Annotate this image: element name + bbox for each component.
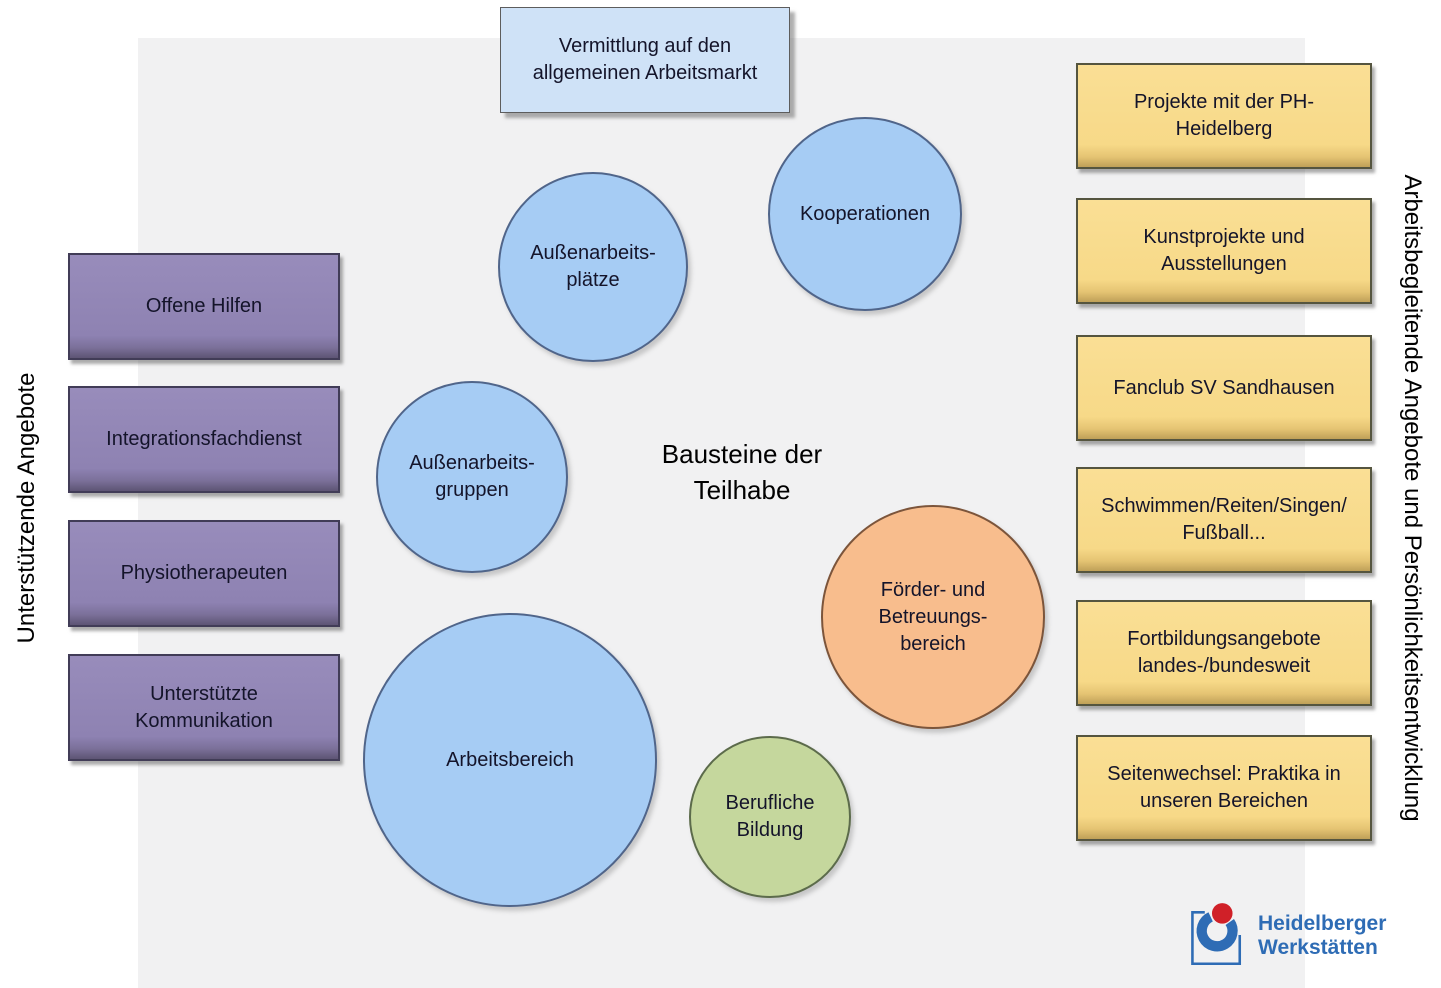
box-integrationsfachdienst: Integrationsfachdienst xyxy=(68,386,340,493)
heidelberger-werkstaetten-logo-icon xyxy=(1191,903,1242,966)
box-schwimmen-reiten-singen: Schwimmen/Reiten/Singen/ Fußball... xyxy=(1076,467,1372,573)
circle-kooperationen-label: Kooperationen xyxy=(799,202,931,225)
circle-aussenarbeitsplaetze-label: Außenarbeits- plätze xyxy=(530,242,656,291)
box-fortbildungsangebote: Fortbildungsangebote landes-/bundesweit xyxy=(1076,600,1372,706)
circle-arbeitsbereich-label: Arbeitsbereich xyxy=(446,748,574,771)
box-projekte-ph-heidelberg-label: Projekte mit der PH- Heidelberg xyxy=(1133,91,1315,140)
heidelberger-werkstaetten-logo: Heidelberger Werkstätten xyxy=(1180,900,1386,972)
circle-berufliche-bildung-label: Berufliche Bildung xyxy=(725,792,815,841)
circle-arbeitsbereich: Arbeitsbereich xyxy=(363,613,657,907)
circle-aussenarbeitsgruppen: Außenarbeits- gruppen xyxy=(376,381,568,573)
box-offene-hilfen: Offene Hilfen xyxy=(68,253,340,360)
box-physiotherapeuten-label: Physiotherapeuten xyxy=(120,562,288,584)
circle-aussenarbeitsplaetze: Außenarbeits- plätze xyxy=(498,172,688,362)
logo-wordmark: Heidelberger Werkstätten xyxy=(1258,912,1386,960)
left-axis-label: Unterstützende Angebote xyxy=(13,372,40,644)
circle-foerder-betreuungsbereich-label: Förder- und Betreuungs- bereich xyxy=(878,578,988,655)
box-kunstprojekte-label: Kunstprojekte und Ausstellungen xyxy=(1143,226,1305,275)
box-vermittlung-label: Vermittlung auf den allgemeinen Arbeitsm… xyxy=(532,35,758,84)
box-offene-hilfen-label: Offene Hilfen xyxy=(145,295,263,317)
circle-aussenarbeitsgruppen-label: Außenarbeits- gruppen xyxy=(409,452,535,501)
box-seitenwechsel-praktika: Seitenwechsel: Praktika in unseren Berei… xyxy=(1076,735,1372,841)
box-seitenwechsel-praktika-label: Seitenwechsel: Praktika in unseren Berei… xyxy=(1107,763,1341,812)
box-unterstuetzte-kommunikation: Unterstützte Kommunikation xyxy=(68,654,340,761)
box-fortbildungsangebote-label: Fortbildungsangebote landes-/bundesweit xyxy=(1127,628,1321,677)
right-axis-label: Arbeitsbegleitende Angebote und Persönli… xyxy=(1399,174,1426,822)
logo-red-dot xyxy=(1211,903,1233,924)
circle-foerder-betreuungsbereich: Förder- und Betreuungs- bereich xyxy=(821,505,1045,729)
box-physiotherapeuten: Physiotherapeuten xyxy=(68,520,340,627)
box-kunstprojekte: Kunstprojekte und Ausstellungen xyxy=(1076,198,1372,304)
box-schwimmen-reiten-singen-label: Schwimmen/Reiten/Singen/ Fußball... xyxy=(1101,495,1347,544)
box-projekte-ph-heidelberg: Projekte mit der PH- Heidelberg xyxy=(1076,63,1372,169)
logo-line2: Werkstätten xyxy=(1258,936,1378,959)
box-unterstuetzte-kommunikation-label: Unterstützte Kommunikation xyxy=(135,682,273,732)
circle-berufliche-bildung: Berufliche Bildung xyxy=(689,736,851,898)
circle-kooperationen: Kooperationen xyxy=(768,117,962,311)
box-fanclub-sv-sandhausen-label: Fanclub SV Sandhausen xyxy=(1113,376,1335,399)
box-vermittlung-arbeitsmarkt: Vermittlung auf den allgemeinen Arbeitsm… xyxy=(500,7,790,113)
box-integrationsfachdienst-label: Integrationsfachdienst xyxy=(106,428,302,450)
box-fanclub-sv-sandhausen: Fanclub SV Sandhausen xyxy=(1076,335,1372,441)
diagram-title: Bausteine der Teilhabe xyxy=(661,439,823,506)
logo-line1: Heidelberger xyxy=(1258,911,1387,935)
